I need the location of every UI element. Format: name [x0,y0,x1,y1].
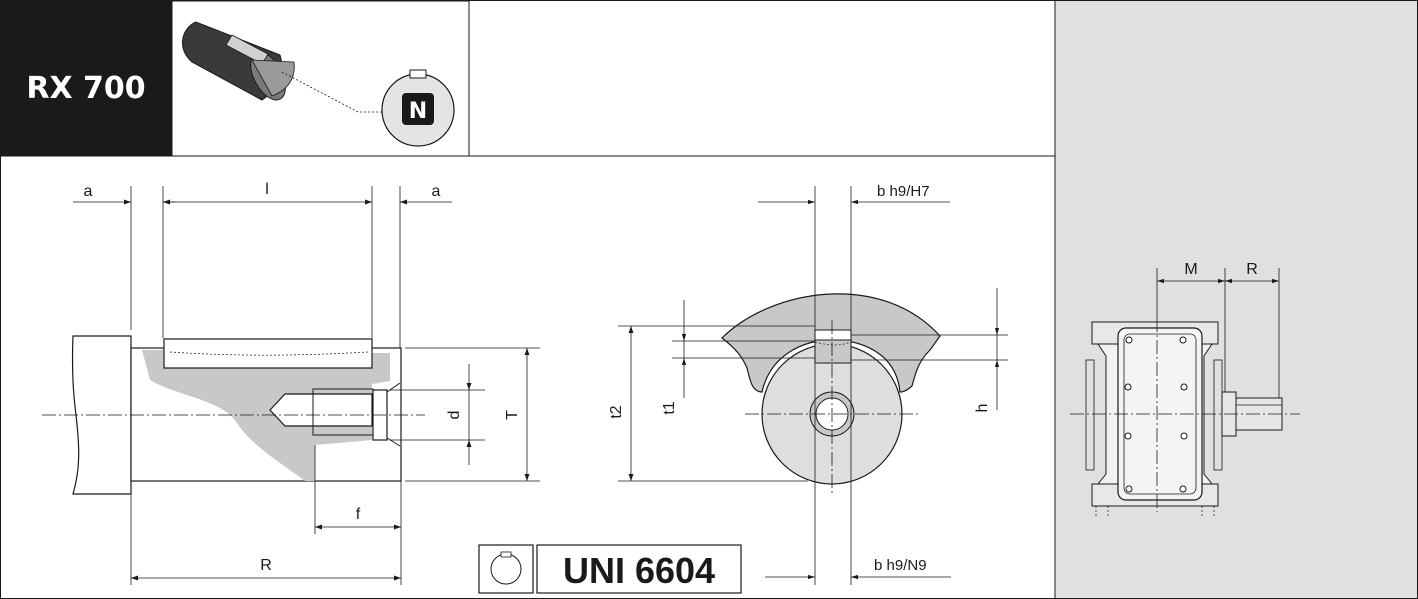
dim-a-right: a [432,183,441,200]
dim-l: l [265,181,269,198]
dim-M: M [1184,261,1197,278]
keyed-shaft-icon [490,551,522,585]
model-badge [1,1,172,156]
leader-line [281,71,382,113]
dim-f: f [356,506,361,523]
dim-t2: t2 [608,405,625,418]
dim-t1: t1 [661,401,678,414]
reducer-view-drawing: M R [1070,261,1300,518]
shaft-code-icon: N [381,69,455,147]
section-view-drawing: b h9/H7 t2 t1 h b h9/N9 [608,183,1008,585]
standard-label: UNI 6604 [478,544,742,594]
shaft-code-letter: N [409,99,427,124]
dim-a-left: a [84,183,93,200]
side-view-drawing: a l a d T f R [42,181,540,585]
dim-b-top: b h9/H7 [877,183,930,200]
dim-b-bottom: b h9/N9 [874,557,927,574]
header-block: RX 700 N [0,0,1055,157]
dim-R-reducer: R [1246,261,1258,278]
standard-text: UNI 6604 [563,550,715,591]
shaft-pictogram-icon [182,21,295,101]
dim-h: h [974,404,991,413]
dim-R: R [260,557,272,574]
side-panel [1055,1,1417,598]
model-title: RX 700 [26,71,145,106]
dim-T: T [504,410,521,420]
dim-d: d [446,411,463,420]
